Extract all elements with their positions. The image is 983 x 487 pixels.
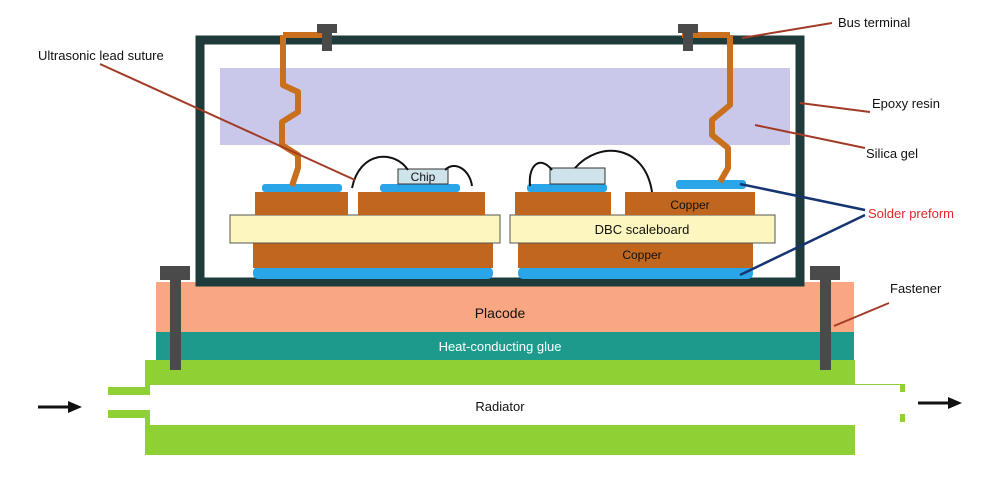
radiator-inlet-pipe-top: [108, 387, 148, 395]
copper-bottom-right: [518, 243, 753, 268]
bus-terminal-right: [709, 35, 733, 184]
callout-ultrasonic-lead-suture: Ultrasonic lead suture: [38, 48, 164, 63]
radiator-channel: [150, 385, 900, 425]
copper-top-right-2: [625, 192, 755, 215]
leader-epoxy: [799, 102, 871, 113]
copper-top-right-1: [515, 192, 611, 215]
fastener-left-shank: [170, 280, 181, 370]
leader-bus-terminal: [741, 22, 833, 39]
terminal-bolt-right-shank: [683, 33, 693, 51]
solder-preform-chip-left: [380, 184, 460, 192]
terminal-bolt-left-head: [317, 24, 337, 33]
leader-solder-top: [739, 182, 866, 212]
chip-left: [397, 168, 449, 185]
callout-fastener: Fastener: [890, 281, 942, 296]
housing-frame: [195, 35, 805, 287]
epoxy-resin-fill: [220, 68, 790, 145]
outlet-arrow-head: [948, 397, 962, 409]
solder-preform-bottom-left: [253, 267, 493, 279]
left-substrate-stack: Chip: [229, 168, 501, 279]
callout-bus-terminal: Bus terminal: [838, 15, 910, 30]
bond-wire-right-1: [528, 161, 553, 187]
chip-label: Chip: [411, 170, 436, 184]
callout-solder-preform: Solder preform: [868, 206, 954, 221]
heat-conducting-glue-label: Heat-conducting glue: [439, 339, 562, 354]
copper-bottom-left: [253, 243, 493, 268]
bond-wire-left-1: [351, 155, 409, 189]
fastener-left-head: [160, 266, 190, 280]
solder-preform-chip-right: [527, 184, 607, 192]
copper-top-label: Copper: [670, 198, 709, 212]
placode-layer: [156, 282, 854, 332]
leader-fastener: [833, 302, 890, 327]
fastener-right-head: [810, 266, 840, 280]
radiator-inlet-pipe-bottom: [108, 410, 148, 418]
bus-terminal-left: [279, 35, 301, 187]
right-substrate-stack: Copper DBC scaleboard Copper: [509, 167, 776, 279]
copper-top-left-1: [255, 192, 348, 215]
bond-wires: [351, 149, 653, 193]
fastener-right: [810, 266, 840, 370]
callout-silica-gel: Silica gel: [866, 146, 918, 161]
dbc-scaleboard-left: [229, 214, 501, 244]
copper-bottom-label: Copper: [622, 248, 661, 262]
copper-top-left-2: [358, 192, 485, 215]
inlet-arrow-head: [68, 401, 82, 413]
fastener-left: [160, 266, 190, 370]
red-leader-lines: [99, 22, 890, 327]
terminal-bolt-left-shank: [322, 33, 332, 51]
solder-preform-terminal-left: [262, 184, 342, 192]
navy-leader-lines: [739, 182, 866, 277]
placode-label: Placode: [475, 305, 526, 321]
terminal-bolts: [317, 24, 698, 51]
solder-preform-bottom-right: [518, 267, 753, 279]
callout-epoxy-resin: Epoxy resin: [872, 96, 940, 111]
dbc-scaleboard-label: DBC scaleboard: [595, 222, 690, 237]
radiator: Radiator: [108, 360, 905, 455]
flow-arrows: [38, 397, 962, 413]
radiator-label: Radiator: [475, 399, 525, 414]
leader-solder-bottom: [739, 213, 866, 277]
bond-wire-left-2: [444, 165, 473, 187]
terminal-bolt-right-head: [678, 24, 698, 33]
fastener-right-shank: [820, 280, 831, 370]
bond-wire-right-2: [574, 149, 653, 193]
bus-terminals: [279, 32, 733, 187]
chip-right: [549, 167, 606, 185]
solder-preform-terminal-right: [676, 180, 746, 189]
leader-ultrasonic: [99, 63, 356, 181]
leader-silica: [754, 124, 866, 149]
heat-conducting-glue-layer: [156, 332, 854, 360]
